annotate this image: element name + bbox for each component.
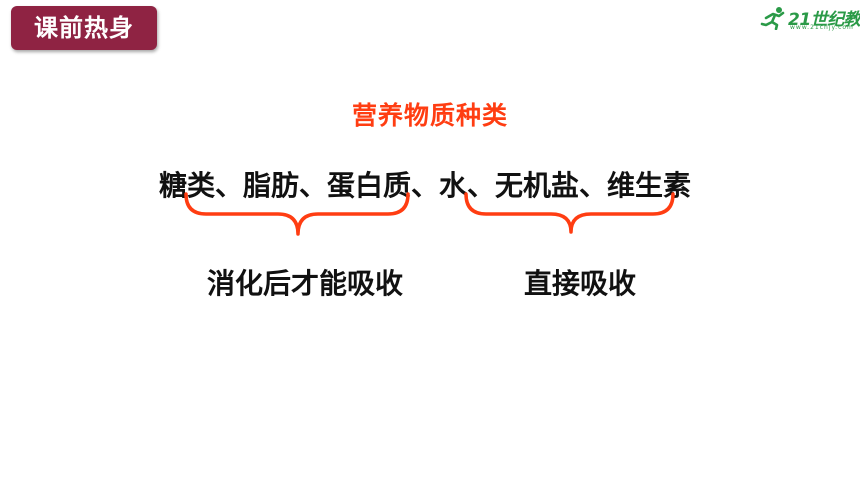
nutrient-list: 糖类、脂肪、蛋白质、水、无机盐、维生素 [159, 169, 692, 202]
nutrient-types-heading: 营养物质种类 [351, 101, 508, 130]
runner-logo-icon [760, 7, 785, 30]
site-logo: 21世纪教育 www.21cnjy.com [760, 4, 860, 32]
section-tab-title: 课前热身 [11, 6, 157, 50]
logo-url: www.21cnjy.com [790, 24, 854, 31]
digest-then-absorb-label: 消化后才能吸收 [207, 267, 404, 300]
direct-absorb-label: 直接吸收 [524, 267, 637, 300]
logo-text: 21世纪教育 [788, 10, 860, 30]
